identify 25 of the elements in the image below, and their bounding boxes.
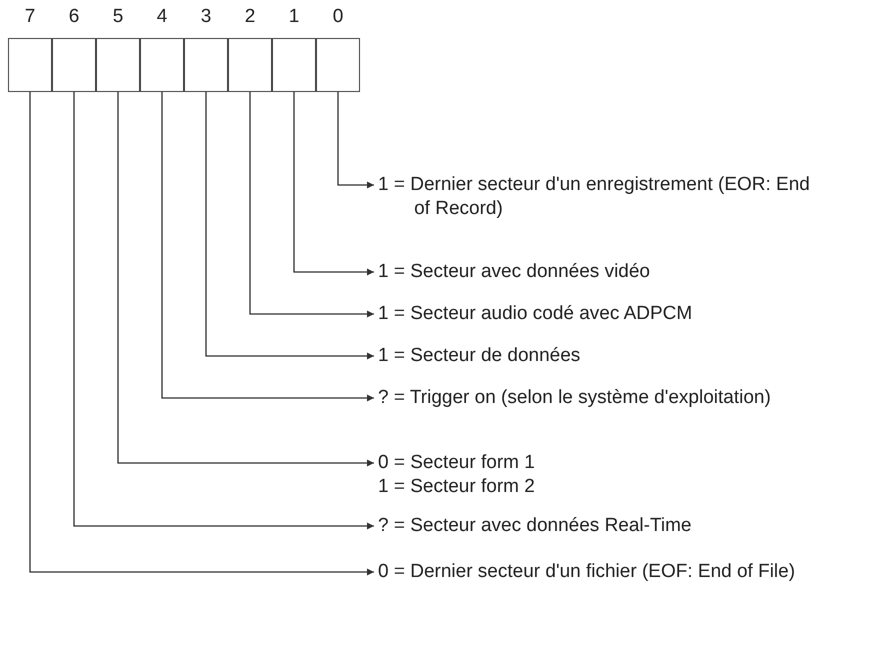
arrow	[161, 92, 374, 402]
bit-description: 1 = Secteur audio codé avec ADPCM	[378, 302, 814, 326]
arrow	[337, 92, 374, 188]
bit-number: 5	[112, 6, 124, 28]
bit-number: 0	[332, 6, 344, 28]
bit-number: 6	[68, 6, 80, 28]
bit-number: 7	[24, 6, 36, 28]
bit-description: 1 = Secteur de données	[378, 344, 814, 368]
bit-number: 1	[288, 6, 300, 28]
bit-description: 1 = Dernier secteur d'un enregistrement (EOR: End of Record)	[378, 173, 814, 221]
arrow	[205, 92, 374, 360]
bit-number: 2	[244, 6, 256, 28]
bit-description: 0 = Dernier secteur d'un fichier (EOF: End of File)	[378, 560, 814, 584]
bit-description: 0 = Secteur form 1	[378, 451, 536, 475]
bit-description: 1 = Secteur form 2	[378, 475, 536, 499]
arrow	[29, 92, 374, 576]
arrow	[117, 92, 374, 466]
bit-number: 4	[156, 6, 168, 28]
bit-number: 3	[200, 6, 212, 28]
arrow	[73, 92, 374, 530]
arrow	[249, 92, 374, 318]
arrow	[293, 92, 374, 276]
bit-description: 1 = Secteur avec données vidéo	[378, 260, 814, 284]
bit-description: ? = Trigger on (selon le système d'exploitation)	[378, 386, 814, 410]
bit-description: ? = Secteur avec données Real-Time	[378, 514, 814, 538]
